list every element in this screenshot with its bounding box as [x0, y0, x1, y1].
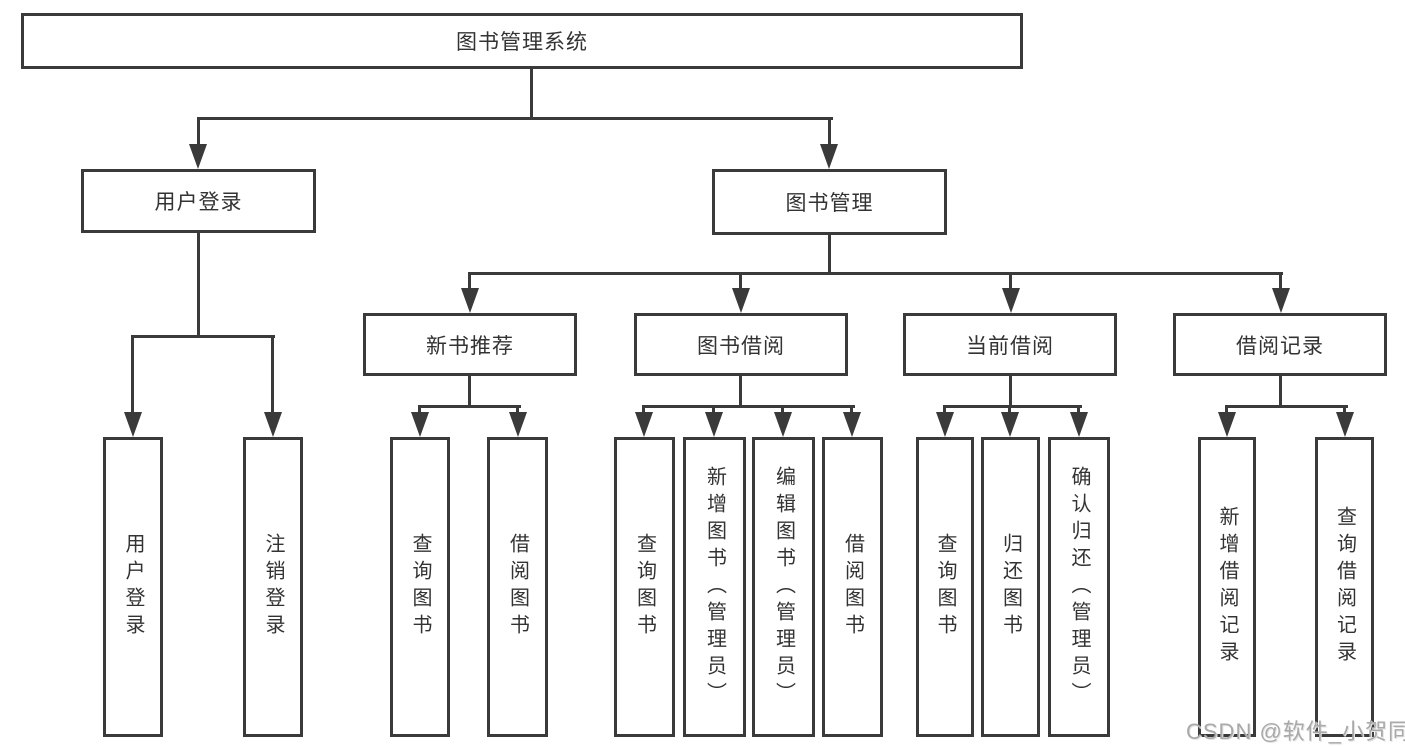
node-root: 图书管理系统: [21, 13, 1023, 69]
node-book-borrowing: 图书借阅: [634, 313, 848, 376]
connector-drop-leaf: [781, 405, 784, 415]
arrow-head: [705, 412, 723, 437]
connector-drop-leaf: [1008, 405, 1011, 415]
connector-drop-leaf: [850, 405, 853, 415]
connector-drop-leaf: [1077, 405, 1080, 415]
leaf-recommend-query-books-label: 查询图书: [409, 533, 431, 641]
connector-drop-level2: [468, 272, 471, 292]
connector-new-book-branch: [418, 405, 521, 408]
node-current-borrowing: 当前借阅: [903, 313, 1117, 376]
leaf-record-query-record: 查询借阅记录: [1315, 437, 1374, 737]
connector-current-borrow-branch: [943, 405, 1082, 408]
leaf-record-add-record-label: 新增借阅记录: [1216, 506, 1238, 668]
node-book-management: 图书管理: [712, 169, 947, 235]
arrow-head: [732, 288, 750, 313]
node-user-login-label: 用户登录: [154, 191, 243, 214]
connector-drop-leaf: [131, 335, 134, 415]
connector-user-login-branch: [131, 335, 275, 338]
node-current-borrowing-label: 当前借阅: [966, 334, 1054, 358]
leaf-record-query-record-label: 查询借阅记录: [1333, 506, 1356, 668]
connector-drop-level2: [1279, 272, 1282, 292]
arrow-head: [1218, 412, 1236, 437]
arrow-head: [936, 412, 954, 437]
arrow-head: [1070, 412, 1088, 437]
leaf-borrow-borrow-books: 借阅图书: [822, 437, 883, 737]
leaf-current-query-books: 查询图书: [916, 437, 974, 737]
connector-drop-level2: [739, 272, 742, 292]
arrow-head: [843, 412, 861, 437]
arrow-head: [264, 412, 282, 437]
connector-root-branch: [197, 117, 833, 120]
leaf-recommend-borrow-books: 借阅图书: [487, 437, 548, 737]
arrow-head: [509, 412, 527, 437]
connector-book-borrow-branch: [642, 405, 855, 408]
connector-drop-leaf: [271, 335, 274, 415]
leaf-recommend-query-books: 查询图书: [390, 437, 450, 737]
connector-borrow-record-branch: [1225, 405, 1348, 408]
leaf-current-query-books-label: 查询图书: [934, 533, 956, 641]
connector-book-borrow-stem: [739, 376, 742, 408]
leaf-current-confirm-return-admin-label: 确认归还（管理员）: [1068, 465, 1090, 709]
leaf-user-login: 用户登录: [103, 437, 163, 737]
node-book-borrowing-label: 图书借阅: [697, 334, 785, 358]
connector-drop-leaf: [418, 405, 421, 415]
connector-user-login-stem: [197, 233, 200, 338]
node-new-book-recommend-label: 新书推荐: [426, 334, 514, 358]
connector-current-borrow-stem: [1009, 376, 1012, 408]
arrow-head: [1272, 288, 1290, 313]
connector-drop-leaf: [1343, 405, 1346, 415]
leaf-borrow-edit-books-admin: 编辑图书（管理员）: [752, 437, 815, 737]
connector-drop-leaf: [712, 405, 715, 415]
leaf-borrow-edit-books-admin-label: 编辑图书（管理员）: [772, 465, 795, 709]
connector-root-stem: [530, 68, 533, 120]
arrow-head: [124, 412, 142, 437]
arrow-head: [1001, 412, 1019, 437]
connector-book-management-stem: [828, 235, 831, 275]
leaf-borrow-add-books-admin-label: 新增图书（管理员）: [703, 465, 726, 709]
leaf-current-confirm-return-admin: 确认归还（管理员）: [1048, 437, 1110, 737]
arrow-head: [189, 144, 207, 169]
leaf-logout-label: 注销登录: [262, 533, 284, 641]
leaf-recommend-borrow-books-label: 借阅图书: [506, 533, 529, 641]
node-new-book-recommend: 新书推荐: [363, 313, 577, 376]
connector-drop-leaf: [642, 405, 645, 415]
node-root-label: 图书管理系统: [456, 31, 588, 54]
leaf-borrow-query-books-label: 查询图书: [633, 533, 656, 641]
arrow-head: [635, 412, 653, 437]
connector-drop-leaf: [943, 405, 946, 415]
leaf-borrow-query-books: 查询图书: [614, 437, 675, 737]
connector-drop-leaf: [516, 405, 519, 415]
arrow-head: [411, 412, 429, 437]
leaf-current-return-books: 归还图书: [981, 437, 1040, 737]
connector-drop-level2: [1009, 272, 1012, 292]
arrow-head: [774, 412, 792, 437]
arrow-head: [1336, 412, 1354, 437]
connector-borrow-record-stem: [1279, 376, 1282, 408]
connector-drop-leaf: [1225, 405, 1228, 415]
arrow-head: [461, 288, 479, 313]
node-borrowing-records-label: 借阅记录: [1236, 334, 1324, 358]
connector-book-management-branch: [468, 272, 1283, 275]
leaf-borrow-add-books-admin: 新增图书（管理员）: [683, 437, 746, 737]
leaf-borrow-borrow-books-label: 借阅图书: [841, 533, 864, 641]
connector-drop-user-login: [197, 117, 200, 147]
leaf-record-add-record: 新增借阅记录: [1198, 437, 1256, 737]
watermark: CSDN @软件_小贺同学: [1186, 719, 1405, 744]
node-user-login: 用户登录: [81, 169, 316, 233]
node-borrowing-records: 借阅记录: [1173, 313, 1387, 376]
leaf-user-login-label: 用户登录: [122, 533, 144, 641]
arrow-head: [820, 144, 838, 169]
leaf-logout: 注销登录: [243, 437, 303, 737]
arrow-head: [1002, 288, 1020, 313]
node-book-management-label: 图书管理: [785, 192, 874, 215]
leaf-current-return-books-label: 归还图书: [999, 533, 1022, 641]
connector-drop-book-management: [828, 117, 831, 147]
connector-new-book-stem: [468, 376, 471, 408]
